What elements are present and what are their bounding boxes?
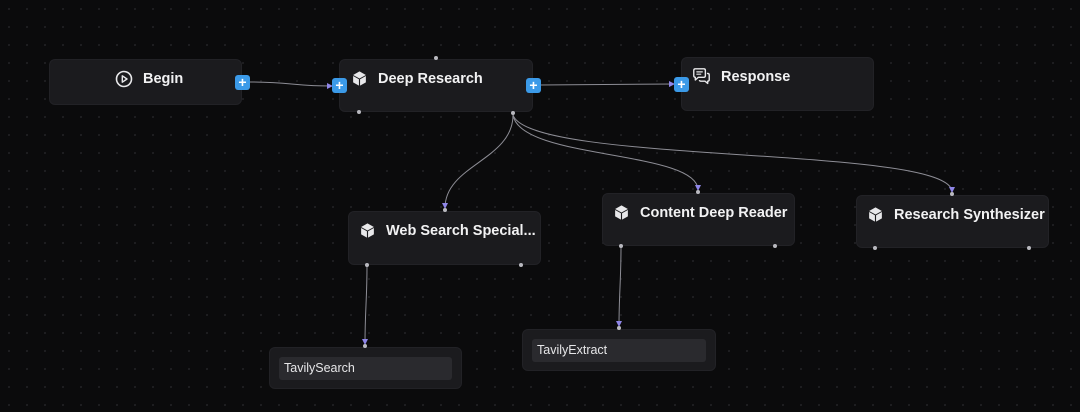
deep-research-add-handle[interactable]: + <box>526 78 541 93</box>
node-begin[interactable]: Begin <box>49 59 242 105</box>
cube-icon <box>613 204 630 221</box>
response-input-handle[interactable]: + <box>674 77 689 92</box>
play-circle-icon <box>115 70 133 88</box>
tool-node-tavily-search[interactable]: TavilySearch <box>269 347 462 389</box>
node-title: Begin <box>143 71 184 87</box>
web-search-right-bottom-handle[interactable] <box>519 263 523 267</box>
node-title: Web Search Special... <box>386 222 536 239</box>
edge-deep-research-to-web-search[interactable] <box>442 114 514 209</box>
synthesizer-left-bottom-handle[interactable] <box>873 246 877 250</box>
chat-bubbles-icon <box>692 68 711 85</box>
node-title: Response <box>721 68 791 85</box>
edge-content-reader-to-tavily-extract[interactable] <box>616 246 623 327</box>
edge-deep-research-to-response[interactable] <box>539 81 675 88</box>
content-reader-right-bottom-handle[interactable] <box>773 244 777 248</box>
content-reader-left-bottom-handle[interactable] <box>619 244 623 248</box>
node-response[interactable]: Response <box>681 57 874 111</box>
cube-icon <box>867 206 884 223</box>
deep-research-top-handle[interactable] <box>434 56 438 60</box>
deep-research-input-handle[interactable]: + <box>332 78 347 93</box>
edge-deep-research-to-synthesizer[interactable] <box>512 114 955 193</box>
synthesizer-top-handle[interactable] <box>950 192 954 196</box>
cube-icon <box>351 70 368 87</box>
web-search-top-handle[interactable] <box>443 208 447 212</box>
tavily-search-top-handle[interactable] <box>363 344 367 348</box>
deep-research-left-bottom-handle[interactable] <box>357 110 361 114</box>
tool-label-tavily-search: TavilySearch <box>279 357 452 380</box>
content-reader-top-handle[interactable] <box>696 190 700 194</box>
edge-web-search-to-tavily-search[interactable] <box>362 264 369 345</box>
begin-add-handle[interactable]: + <box>235 75 250 90</box>
cube-icon <box>359 222 376 239</box>
node-research-synthesizer[interactable]: Research Synthesizer <box>856 195 1049 248</box>
deep-research-bottom-handle[interactable] <box>511 111 515 115</box>
node-title: Content Deep Reader <box>640 204 788 221</box>
tool-node-tavily-extract[interactable]: TavilyExtract <box>522 329 716 371</box>
node-title: Deep Research <box>378 70 483 87</box>
tavily-extract-top-handle[interactable] <box>617 326 621 330</box>
node-deep-research[interactable]: Deep Research <box>339 59 533 112</box>
synthesizer-right-bottom-handle[interactable] <box>1027 246 1031 250</box>
tool-label-tavily-extract: TavilyExtract <box>532 339 706 362</box>
edge-begin-to-deep-research[interactable] <box>248 81 333 89</box>
edge-deep-research-to-content-reader[interactable] <box>512 114 701 191</box>
node-title: Research Synthesizer <box>894 206 1045 223</box>
node-web-search-specialist[interactable]: Web Search Special... <box>348 211 541 265</box>
web-search-left-bottom-handle[interactable] <box>365 263 369 267</box>
node-content-deep-reader[interactable]: Content Deep Reader <box>602 193 795 246</box>
